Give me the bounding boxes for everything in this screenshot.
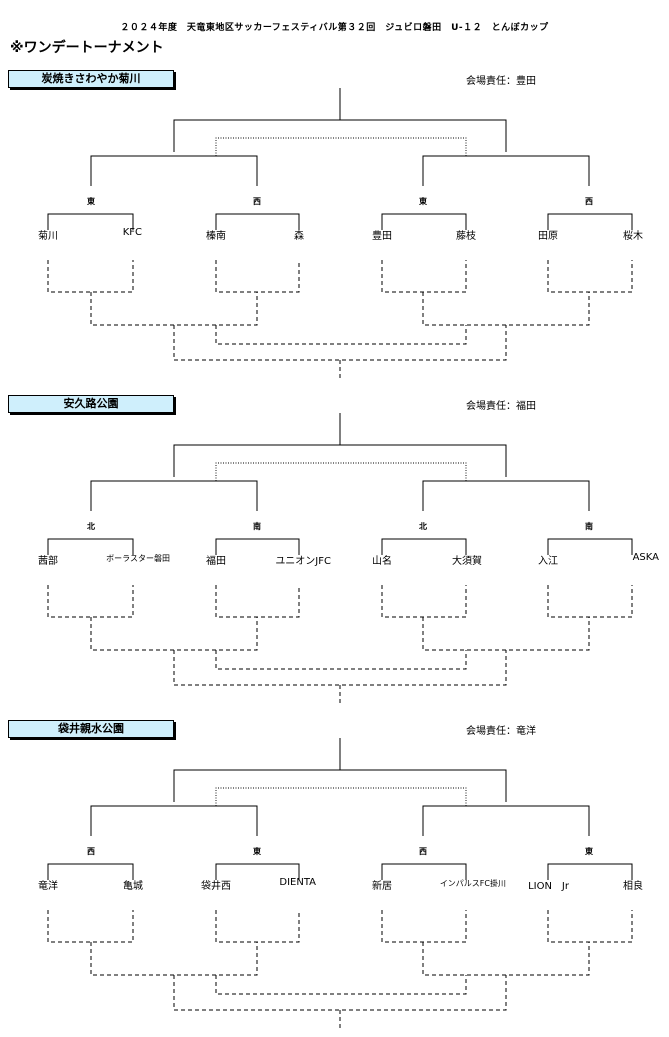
third-place-line [215,137,467,156]
venue-label: 袋井親水公園 [8,720,174,738]
team-name: 榛南 [206,231,226,242]
first-round-line [215,538,300,555]
venue-responsible: 会場責任：福田 [466,401,536,412]
consolation-line [422,942,590,976]
semifinal-line [173,769,507,802]
first-round-line [47,538,134,555]
consolation-line [215,325,467,345]
team-name: ASKA [632,552,659,563]
consolation-line [381,585,467,618]
team-name: 亀城 [123,881,143,892]
team-name: 桜木 [623,231,643,242]
consolation-line [547,585,633,618]
consolation-line [215,260,300,293]
team-name: 福田 [206,556,226,567]
first-round-line [47,863,134,880]
group-label: 西 [419,847,427,856]
venue-label: 炭焼きさわやか菊川 [8,70,174,88]
consolation-line [215,910,300,943]
team-name: 茜部 [38,556,58,567]
group-label: 東 [585,847,593,856]
team-name: ユニオンJFC [275,556,331,567]
team-name: 大須賀 [452,556,482,567]
tournament-format: ※ワンデートーナメント [10,40,164,56]
bracket-lines [47,413,633,703]
group-label: 東 [87,197,95,206]
team-name: 山名 [372,556,392,567]
consolation-line [173,975,507,1011]
team-name: 菊川 [38,231,58,242]
venue-label: 安久路公園 [8,395,174,413]
first-round-line [547,863,633,880]
group-label: 南 [253,522,261,531]
consolation-line [47,585,134,618]
quarterfinal-line [90,805,258,836]
first-round-line [215,213,300,230]
bracket-lines [47,738,633,1028]
consolation-line [47,910,134,943]
consolation-line [422,617,590,651]
bracket-2: 安久路公園 会場責任：福田 北 南 北 南 茜部 ボーラスター磐田 福田 ユニオ… [0,395,669,705]
team-name: 袋井西 [201,881,231,892]
page-title: ２０２４年度 天竜東地区サッカーフェスティバル第３２回 ジュビロ磐田 U-１２ … [120,23,549,33]
semifinal-line [173,444,507,477]
bracket-lines [47,88,633,378]
quarterfinal-line [422,805,590,836]
team-name: 入江 [538,556,558,567]
first-round-line [381,213,467,230]
team-name: 相良 [623,881,643,892]
first-round-line [215,863,300,880]
consolation-line [47,260,134,293]
team-name: 藤枝 [456,231,476,242]
consolation-line [90,617,258,651]
team-name: インパルスFC掛川 [439,879,506,888]
group-label: 北 [87,522,95,531]
team-name: 新居 [372,881,392,892]
group-label: 西 [585,197,593,206]
consolation-line [215,650,467,670]
team-name: 田原 [538,231,558,242]
third-place-line [215,787,467,806]
bracket-3: 袋井親水公園 会場責任：竜洋 西 東 西 東 竜洋 亀城 袋井西 DIENTA … [0,720,669,1030]
group-label: 東 [419,197,427,206]
consolation-line [173,650,507,686]
consolation-line [215,585,300,618]
consolation-line [381,260,467,293]
first-round-line [381,863,467,880]
quarterfinal-line [422,155,590,186]
team-name: 豊田 [372,231,392,242]
venue-responsible: 会場責任：豊田 [466,76,536,87]
group-label: 北 [419,522,427,531]
team-name: DIENTA [279,877,316,888]
consolation-line [381,910,467,943]
group-label: 東 [253,847,261,856]
quarterfinal-line [90,480,258,511]
consolation-line [215,975,467,995]
first-round-line [547,213,633,230]
consolation-line [173,325,507,361]
first-round-line [381,538,467,555]
venue-responsible: 会場責任：竜洋 [466,726,536,737]
consolation-line [422,292,590,326]
team-name: KFC [122,227,142,238]
team-name: ボーラスター磐田 [106,554,170,563]
third-place-line [215,462,467,481]
consolation-line [547,260,633,293]
team-name: 森 [294,231,304,242]
consolation-line [90,942,258,976]
consolation-line [547,910,633,943]
group-label: 西 [253,197,261,206]
first-round-line [547,538,633,555]
first-round-line [47,213,134,230]
consolation-line [90,292,258,326]
team-name: LION Jr [528,881,569,892]
bracket-1: 炭焼きさわやか菊川 会場責任：豊田 東 西 東 西 菊川 KFC 榛南 森 豊田… [0,70,669,380]
group-label: 西 [87,847,95,856]
group-label: 南 [585,522,593,531]
quarterfinal-line [90,155,258,186]
quarterfinal-line [422,480,590,511]
team-name: 竜洋 [38,881,58,892]
semifinal-line [173,119,507,152]
